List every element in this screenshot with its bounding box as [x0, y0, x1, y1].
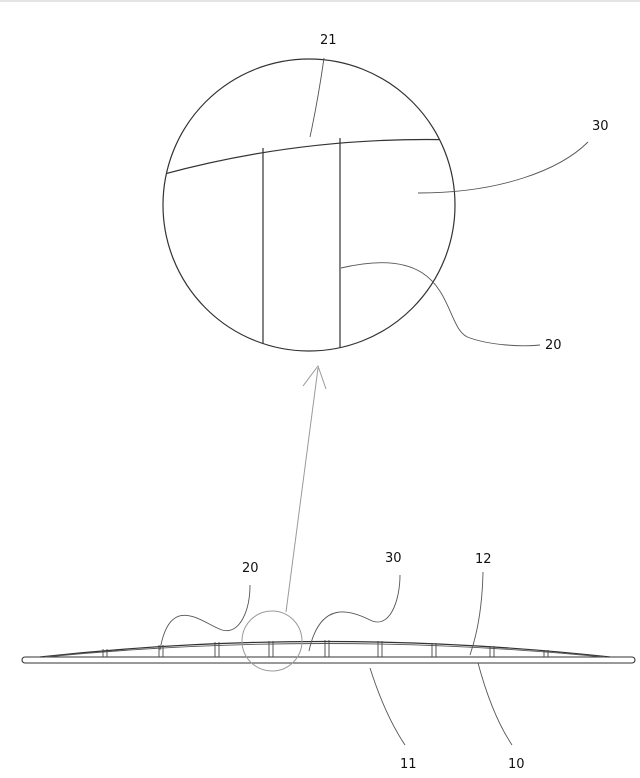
- leader-main-20: [160, 585, 250, 650]
- label-main-12: 12: [475, 552, 492, 567]
- label-main-30: 30: [385, 551, 402, 566]
- label-main-10: 10: [508, 757, 525, 772]
- detail-indicator-circle: [242, 611, 302, 671]
- label-detail-20: 20: [545, 338, 562, 353]
- leader-21: [310, 58, 324, 137]
- magnification-arrow: [286, 366, 326, 612]
- leader-main-30: [309, 575, 400, 651]
- label-21: 21: [320, 33, 337, 48]
- label-main-20: 20: [242, 561, 259, 576]
- leader-main-10: [478, 663, 512, 745]
- bottom-plate: [22, 657, 635, 663]
- leader-detail-20: [341, 263, 540, 346]
- detail-top-plate-curve: [150, 139, 460, 178]
- main-section: 20 30 12 11 10: [22, 551, 635, 772]
- ribs: [103, 640, 548, 657]
- label-detail-30: 30: [592, 119, 609, 134]
- label-main-11: 11: [400, 757, 417, 772]
- leader-main-11: [370, 668, 405, 745]
- detail-view: 21 30 20: [150, 33, 609, 360]
- leader-main-12: [470, 572, 483, 655]
- detail-circle: [163, 59, 455, 351]
